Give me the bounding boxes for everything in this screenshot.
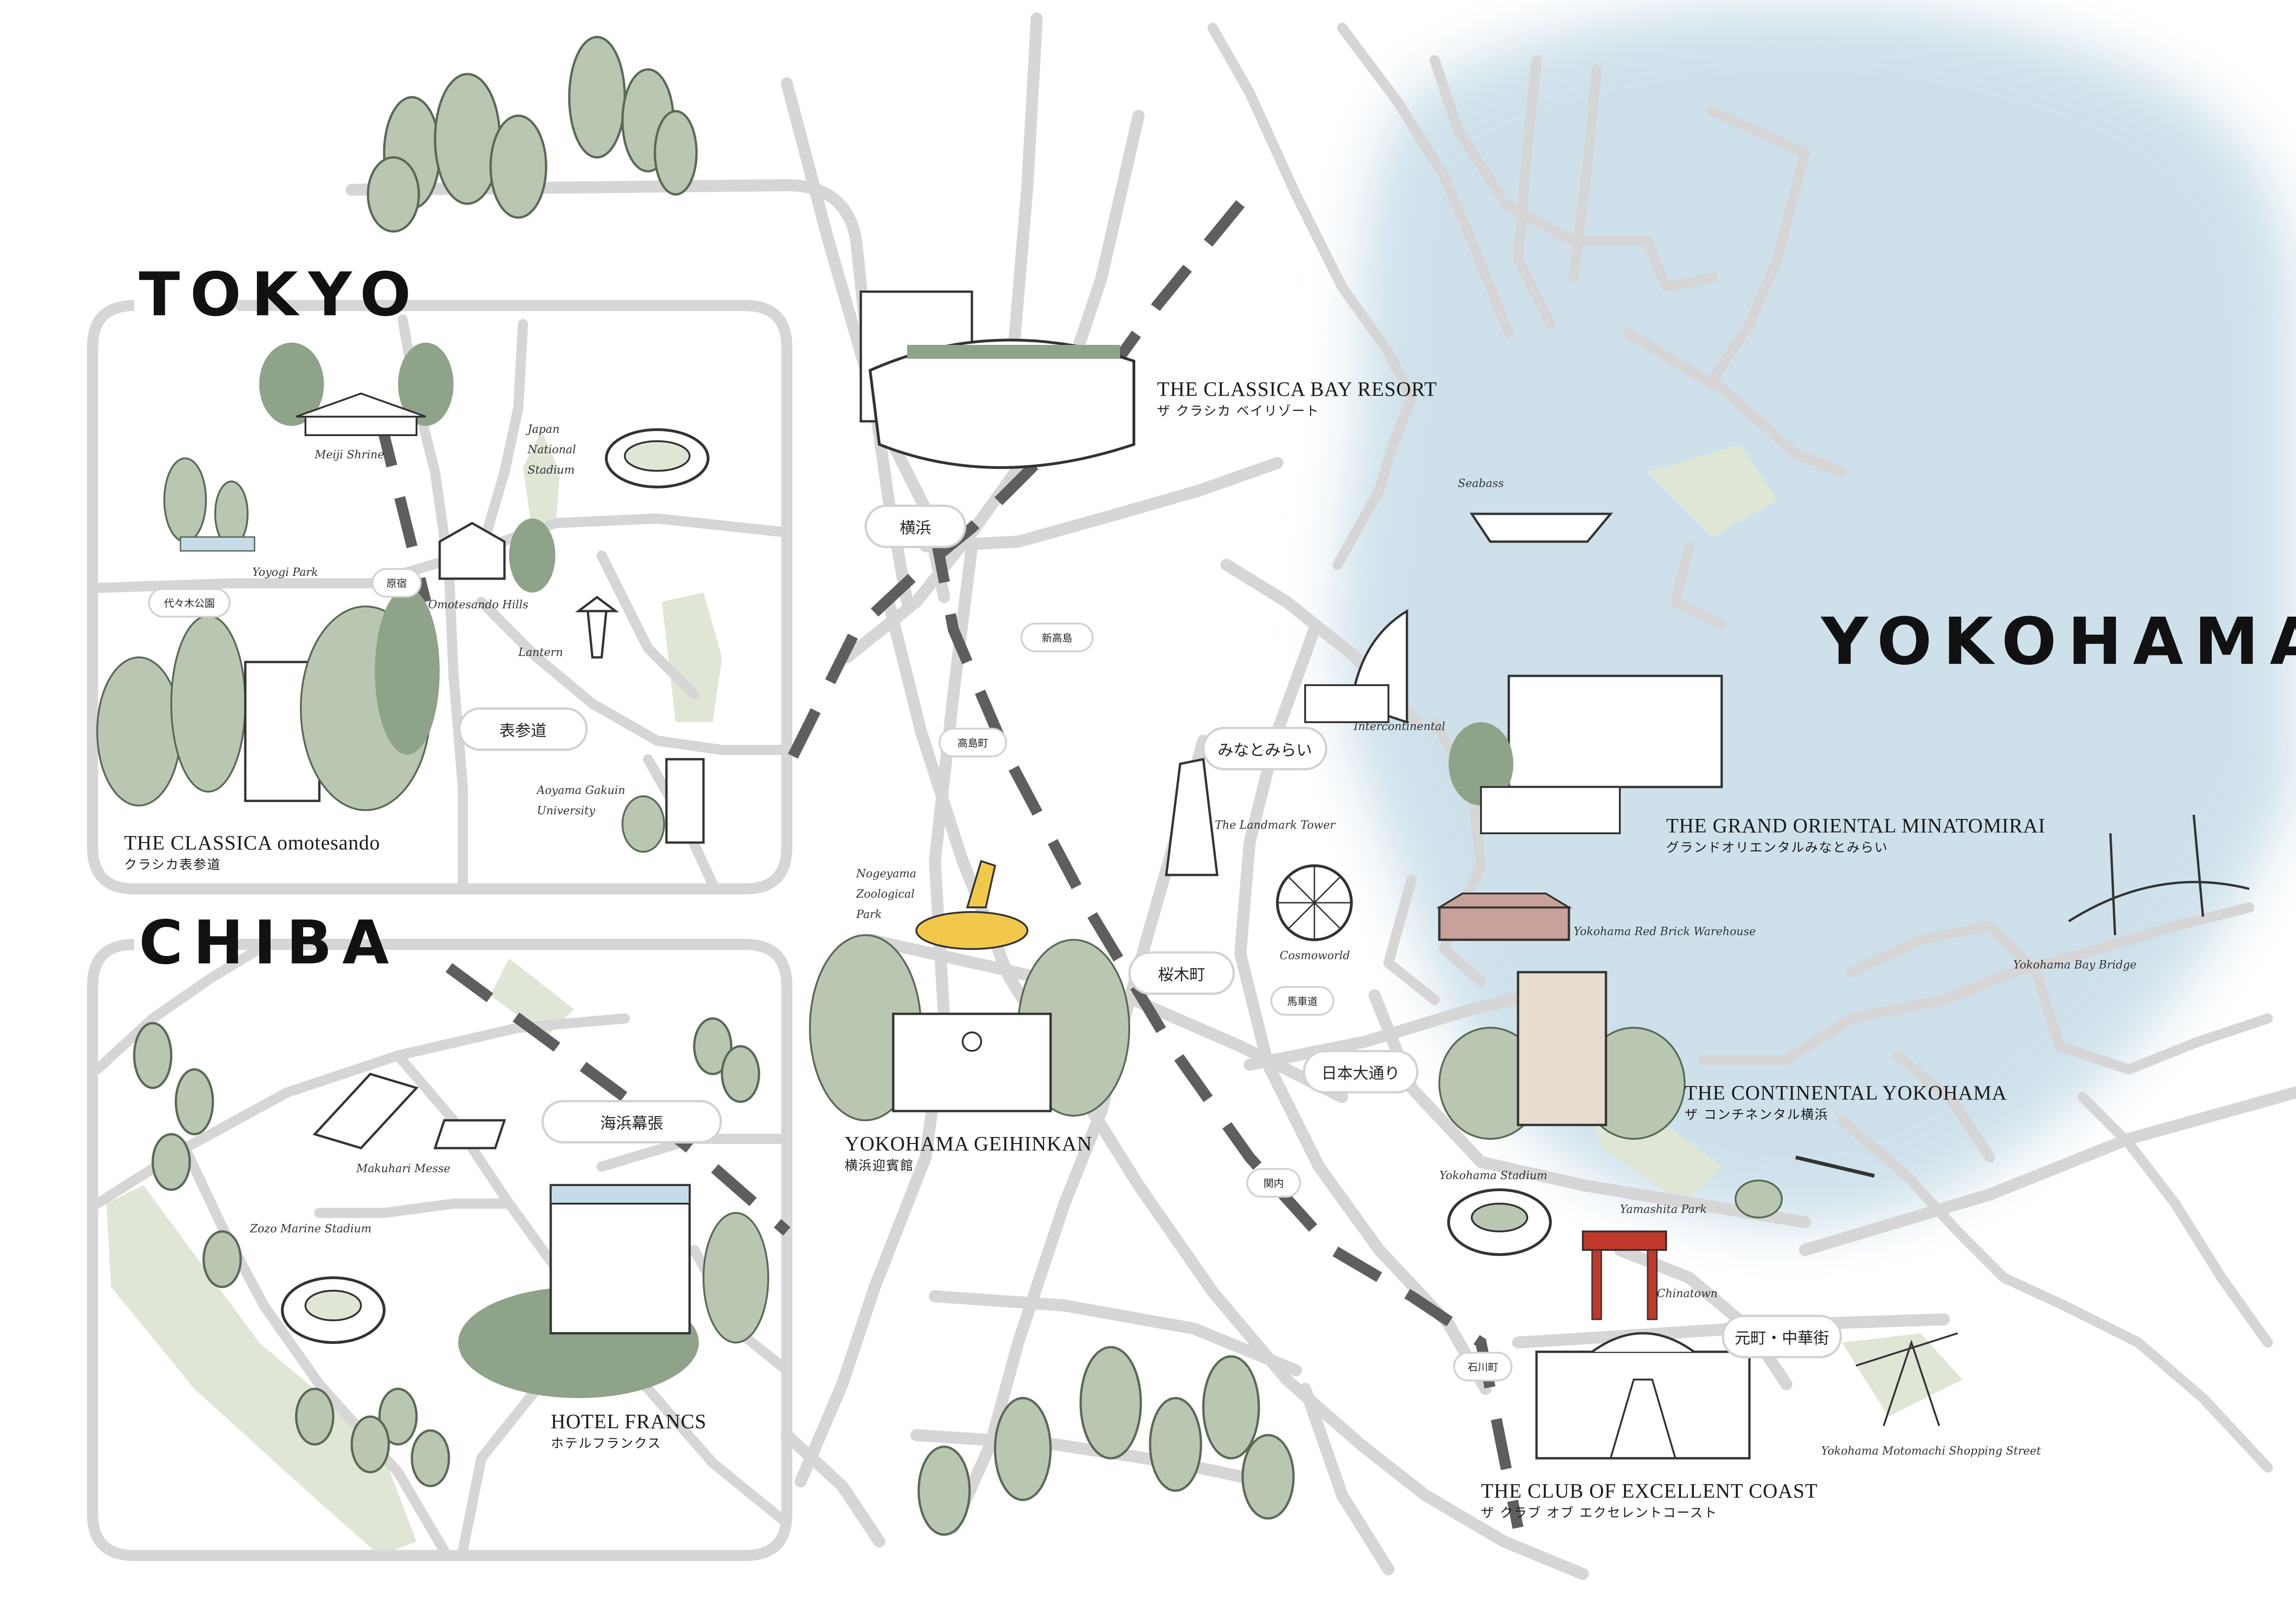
landmark-line: Nogeyama [856,867,916,880]
motomachi-street-illustration [1855,1332,1958,1426]
venue-grand-oriental[interactable]: THE GRAND ORIENTAL MINATOMIRAI グランドオリエンタ… [1666,814,2046,856]
station-nihon-odori[interactable]: 日本大通り [1303,1050,1419,1093]
landmark-meiji-shrine: Meiji Shrine [315,448,384,461]
venue-name-jp: ザ クラシカ ベイリゾート [1157,403,1320,418]
venue-classica-bay-resort[interactable]: THE CLASSICA BAY RESORT ザ クラシカ ベイリゾート [1157,377,1437,419]
landmark-yokohama-stadium: Yokohama Stadium [1439,1169,1548,1182]
landmark-chinatown: Chinatown [1657,1287,1718,1300]
venue-name: THE GRAND ORIENTAL MINATOMIRAI [1666,814,2046,837]
tokyo-frame [87,300,792,894]
venue-excellent-coast[interactable]: THE CLUB OF EXCELLENT COAST ザ クラブ オブ エクセ… [1481,1479,1818,1521]
region-title-chiba: CHIBA [139,907,399,978]
landmark-red-brick: Yokohama Red Brick Warehouse [1574,925,1756,938]
chiba-frame [87,939,792,1561]
chinatown-gate-illustration [1582,1230,1667,1320]
station-harajuku[interactable]: 原宿 [372,568,422,598]
hotel-francs-illustration [458,1184,769,1398]
landmark-lantern: Lantern [518,646,563,659]
landmark-makuhari-messe: Makuhari Messe [356,1162,451,1175]
venue-name-jp: ザ クラブ オブ エクセレントコースト [1481,1505,1718,1520]
station-yokohama[interactable]: 横浜 [865,505,966,548]
grand-oriental-illustration [1449,675,1723,834]
venue-classica-omotesando[interactable]: THE CLASSICA omotesando クラシカ表参道 [124,831,380,873]
landmark-nogeyama-zoo: Nogeyama Zoological Park [856,863,916,924]
yoyogi-park-illustration [163,457,255,552]
intercontinental-illustration [1304,609,1408,724]
landmark-landmark-tower: The Landmark Tower [1215,818,1335,831]
classica-bay-resort-illustration [859,290,1135,469]
station-bashamichi[interactable]: 馬車道 [1270,986,1334,1016]
classica-omotesando-illustration [96,588,440,811]
venue-name: YOKOHAMA GEIHINKAN [845,1132,1092,1155]
landmark-line: Japan [528,423,560,436]
aoyama-gakuin-illustration [622,758,705,853]
cosmoworld-illustration [1276,864,1353,941]
venue-name-jp: ホテルフランクス [551,1436,662,1451]
nogeyama-zoo-illustration [915,860,1028,950]
yokohama-stadium-illustration [1447,1188,1552,1256]
station-ishikawacho[interactable]: 石川町 [1453,1352,1512,1381]
landmark-line: Zoological [856,887,915,900]
tree-clusters [133,36,1295,1536]
venue-continental[interactable]: THE CONTINENTAL YOKOHAMA ザ コンチネンタル横浜 [1685,1081,2007,1123]
station-kannai[interactable]: 関内 [1246,1168,1301,1198]
yamashita-park-illustration [1735,1156,1875,1218]
landmark-line: National [528,443,576,456]
region-title-yokohama: YOKOHAMA [1821,604,2296,680]
landmark-tower-illustration [1165,758,1219,876]
landmark-line: Aoyama Gakuin [537,784,625,797]
landmark-intercontinental: Intercontinental [1354,720,1445,733]
venue-hotel-francs[interactable]: HOTEL FRANCS ホテルフランクス [551,1410,707,1452]
venue-name: THE CONTINENTAL YOKOHAMA [1685,1081,2007,1104]
station-yoyogi-koen[interactable]: 代々木公園 [148,588,230,618]
meiji-shrine-illustration [259,343,454,436]
bay-bridge-illustration [2068,814,2250,936]
lantern-illustration [575,595,619,659]
station-kaihin-makuhari[interactable]: 海浜幕張 [541,1100,722,1143]
venue-name: THE CLASSICA omotesando [124,831,380,854]
omotesando-hills-illustration [438,518,555,593]
venue-name-jp: 横浜迎賓館 [845,1158,915,1173]
red-brick-illustration [1436,893,1573,941]
landmark-yoyogi-park: Yoyogi Park [252,566,318,579]
station-omotesando[interactable]: 表参道 [458,707,588,751]
venue-name-jp: クラシカ表参道 [124,857,221,872]
landmark-cosmoworld: Cosmoworld [1280,949,1350,962]
landmark-bay-bridge: Yokohama Bay Bridge [2013,958,2137,971]
station-minatomirai[interactable]: みなとみらい [1202,727,1327,770]
excellent-coast-illustration [1535,1332,1751,1460]
station-shin-takashima[interactable]: 新高島 [1020,623,1094,652]
landmark-motomachi-street: Yokohama Motomachi Shopping Street [1821,1444,2041,1457]
landmark-line: Park [856,908,882,921]
landmark-seabass: Seabass [1458,477,1504,490]
makuhari-messe-illustration [312,1073,506,1149]
landmark-line: University [537,804,595,817]
region-title-tokyo: TOKYO [139,259,421,330]
landmark-zozo-stadium: Zozo Marine Stadium [250,1222,372,1235]
venue-name: HOTEL FRANCS [551,1410,707,1433]
landmark-yamashita-park: Yamashita Park [1620,1203,1707,1216]
seabass-illustration [1469,512,1613,543]
station-motomachi-chukagai[interactable]: 元町・中華街 [1722,1315,1842,1358]
venue-name: THE CLUB OF EXCELLENT COAST [1481,1480,1818,1502]
geihinkan-illustration [809,934,1130,1121]
zozo-stadium-illustration [281,1276,386,1344]
venue-name-jp: グランドオリエンタルみなとみらい [1666,840,1889,855]
venue-geihinkan[interactable]: YOKOHAMA GEIHINKAN 横浜迎賓館 [845,1132,1092,1174]
continental-illustration [1438,971,1686,1140]
venue-name-jp: ザ コンチネンタル横浜 [1685,1107,1829,1122]
sea-area [1338,3,2296,1227]
station-takashimacho[interactable]: 高島町 [939,728,1007,757]
landmark-japan-national-stadium: Japan National Stadium [528,419,576,480]
venue-name: THE CLASSICA BAY RESORT [1157,378,1437,400]
station-sakuragicho[interactable]: 桜木町 [1128,951,1235,995]
landmark-line: Stadium [528,463,575,476]
landmark-omotesando-hills: Omotesando Hills [428,598,529,611]
landmark-aoyama-gakuin: Aoyama Gakuin University [537,780,625,821]
national-stadium-illustration [605,428,709,488]
